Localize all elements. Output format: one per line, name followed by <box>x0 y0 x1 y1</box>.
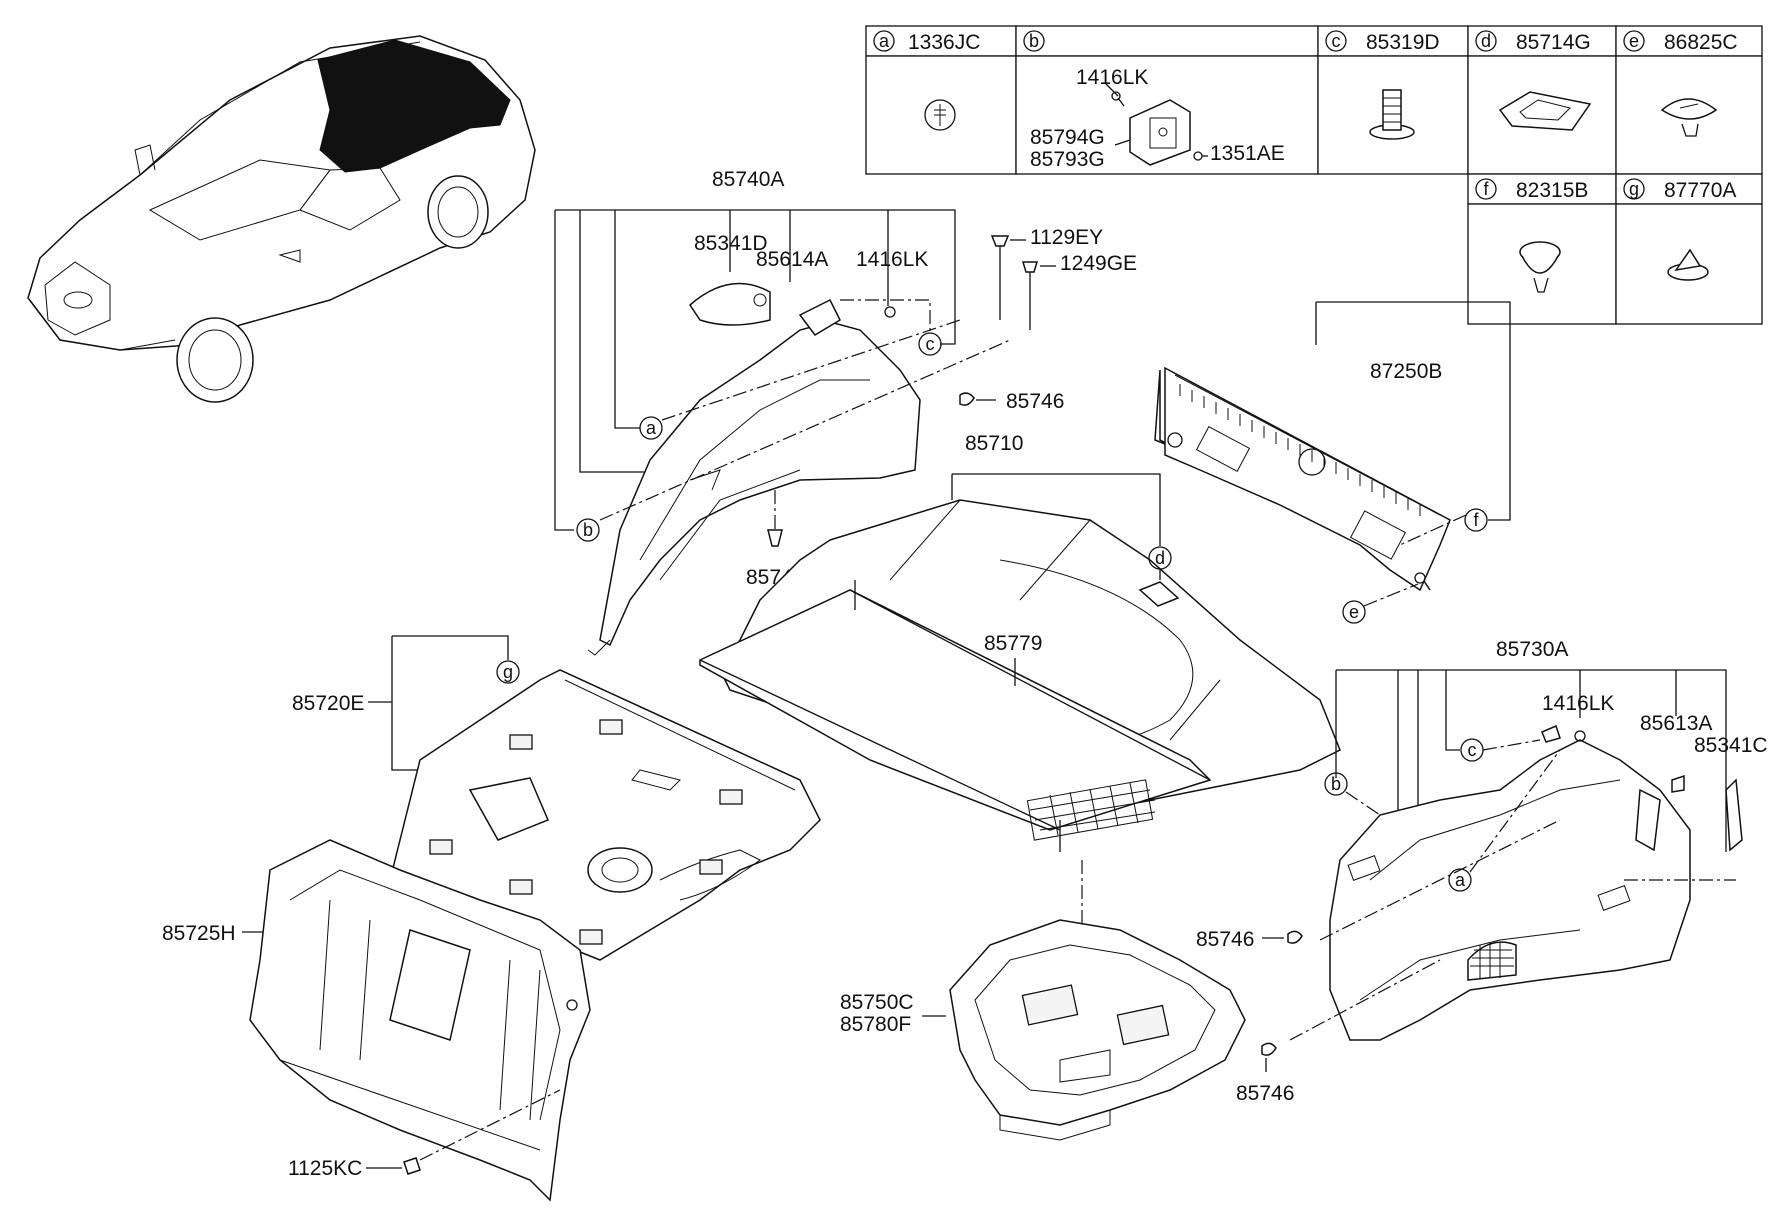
legend-cell-a: a 1336JC <box>873 30 980 131</box>
parts-legend-table: a 1336JC b 1416LK 85794G 85793G 1351AE <box>865 25 1763 325</box>
bracket-85341C <box>1725 778 1743 852</box>
right-quarter-trim-group: 85730A 1416LK 85613A 85341C b c a <box>1196 638 1768 1105</box>
clip-85746-mid <box>1287 930 1303 944</box>
lamp-85341C <box>1635 788 1661 852</box>
callout-a-right <box>1448 868 1472 892</box>
svg-text:a: a <box>879 31 890 51</box>
label-1416LK-left: 1416LK <box>856 248 928 271</box>
hook-clip-icon <box>1667 248 1709 281</box>
vehicle-overview-illustration <box>27 35 536 403</box>
clip-85746-top <box>959 392 975 406</box>
label-85730A: 85730A <box>1496 638 1568 661</box>
left-quarter-trim-group: 85740A 85341D 85614A 1416LK a b c <box>554 168 1137 656</box>
svg-text:g: g <box>1629 179 1639 199</box>
legend-part-e: 86825C <box>1664 31 1738 54</box>
label-85746-top: 85746 <box>1006 390 1064 413</box>
trunk-partition-group: 85725H 1125KC <box>162 839 591 1202</box>
push-clip-icon <box>1369 89 1415 140</box>
label-1416LK-right: 1416LK <box>1542 692 1614 715</box>
legend-part-a: 1336JC <box>908 31 980 54</box>
legend-cell-d: d 85714G <box>1475 30 1592 131</box>
label-85341D: 85341D <box>694 232 768 255</box>
svg-text:c: c <box>926 334 935 354</box>
svg-text:d: d <box>1481 31 1491 51</box>
legend-cell-g: g 87770A <box>1623 178 1736 281</box>
label-85746-bot: 85746 <box>1236 1082 1294 1105</box>
clip-85746-bot <box>1261 1042 1277 1056</box>
label-85341C: 85341C <box>1694 734 1768 757</box>
legend-part-c: 85319D <box>1366 31 1440 54</box>
svg-text:f: f <box>1483 179 1489 199</box>
label-1125KC: 1125KC <box>288 1157 362 1180</box>
svg-text:e: e <box>1349 602 1359 622</box>
label-85746-mid: 85746 <box>1196 928 1254 951</box>
callout-b-right <box>1324 772 1348 796</box>
lamp-85341D <box>689 282 771 326</box>
screw-1249GE <box>1021 261 1039 273</box>
rear-window-highlight <box>317 39 511 173</box>
callout-e <box>1342 600 1366 624</box>
svg-text:a: a <box>646 418 657 438</box>
washer-icon <box>924 99 956 131</box>
callout-c-left <box>918 332 942 356</box>
spare-tray-group: 85750C 85780F <box>840 919 1246 1141</box>
legend-part-b-1416LK: 1416LK <box>1076 66 1148 89</box>
svg-text:f: f <box>1473 510 1479 530</box>
legend-part-d: 85714G <box>1516 31 1591 54</box>
label-85780F: 85780F <box>840 1013 911 1036</box>
grommet-plate-icon <box>1498 91 1592 131</box>
callout-f <box>1464 508 1488 532</box>
bolt-1125KC <box>403 1157 421 1175</box>
legend-part-b-1351AE: 1351AE <box>1210 142 1285 165</box>
label-1129EY: 1129EY <box>1030 226 1103 249</box>
screw-1129EY <box>990 235 1010 247</box>
tonneau-cover-85779 <box>699 589 1212 831</box>
legend-part-b-85793G: 85793G <box>1030 148 1105 171</box>
label-85750C: 85750C <box>840 991 914 1014</box>
shelf-vent-slots <box>1179 384 1421 516</box>
svg-text:a: a <box>1455 870 1466 890</box>
legend-cell-c: c 85319D <box>1325 30 1440 140</box>
svg-text:e: e <box>1629 31 1639 51</box>
svg-text:c: c <box>1468 740 1477 760</box>
svg-text:b: b <box>1331 774 1341 794</box>
svg-text:b: b <box>583 520 593 540</box>
grommet-85714G <box>1138 581 1180 607</box>
legend-part-b-85794G: 85794G <box>1030 126 1105 149</box>
label-85740A: 85740A <box>712 168 784 191</box>
push-rivet-icon <box>1519 241 1561 293</box>
light-assembly-icon <box>1105 83 1208 166</box>
net-mesh <box>1029 782 1156 836</box>
package-tray-trim-group: 87250B f e <box>1154 301 1511 624</box>
legend-cell-e: e 86825C <box>1623 30 1738 137</box>
round-cap-icon <box>1660 98 1718 137</box>
label-85613A: 85613A <box>1640 712 1712 735</box>
access-panel <box>389 929 471 1041</box>
svg-text:c: c <box>1332 31 1341 51</box>
legend-cell-b: b 1416LK 85794G 85793G 1351AE <box>1023 30 1285 171</box>
label-87250B: 87250B <box>1370 360 1442 383</box>
label-85710: 85710 <box>965 432 1023 455</box>
vent-grille <box>1467 941 1517 981</box>
callout-a-left <box>639 416 663 440</box>
legend-part-g: 87770A <box>1664 179 1736 202</box>
callout-b-left <box>576 518 600 542</box>
legend-cell-f: f 82315B <box>1475 178 1588 293</box>
callout-g <box>496 660 520 684</box>
label-85720E: 85720E <box>292 692 364 715</box>
svg-text:g: g <box>503 662 513 682</box>
legend-part-f: 82315B <box>1516 179 1588 202</box>
svg-text:b: b <box>1029 31 1039 51</box>
label-85614A: 85614A <box>756 248 828 271</box>
clip-85744 <box>767 529 783 547</box>
luggage-floor-group: 85710 d 85779 <box>699 432 1341 1030</box>
svg-text:d: d <box>1155 548 1165 568</box>
label-85779: 85779 <box>984 632 1042 655</box>
label-1249GE: 1249GE <box>1060 252 1137 275</box>
label-85725H: 85725H <box>162 922 236 945</box>
